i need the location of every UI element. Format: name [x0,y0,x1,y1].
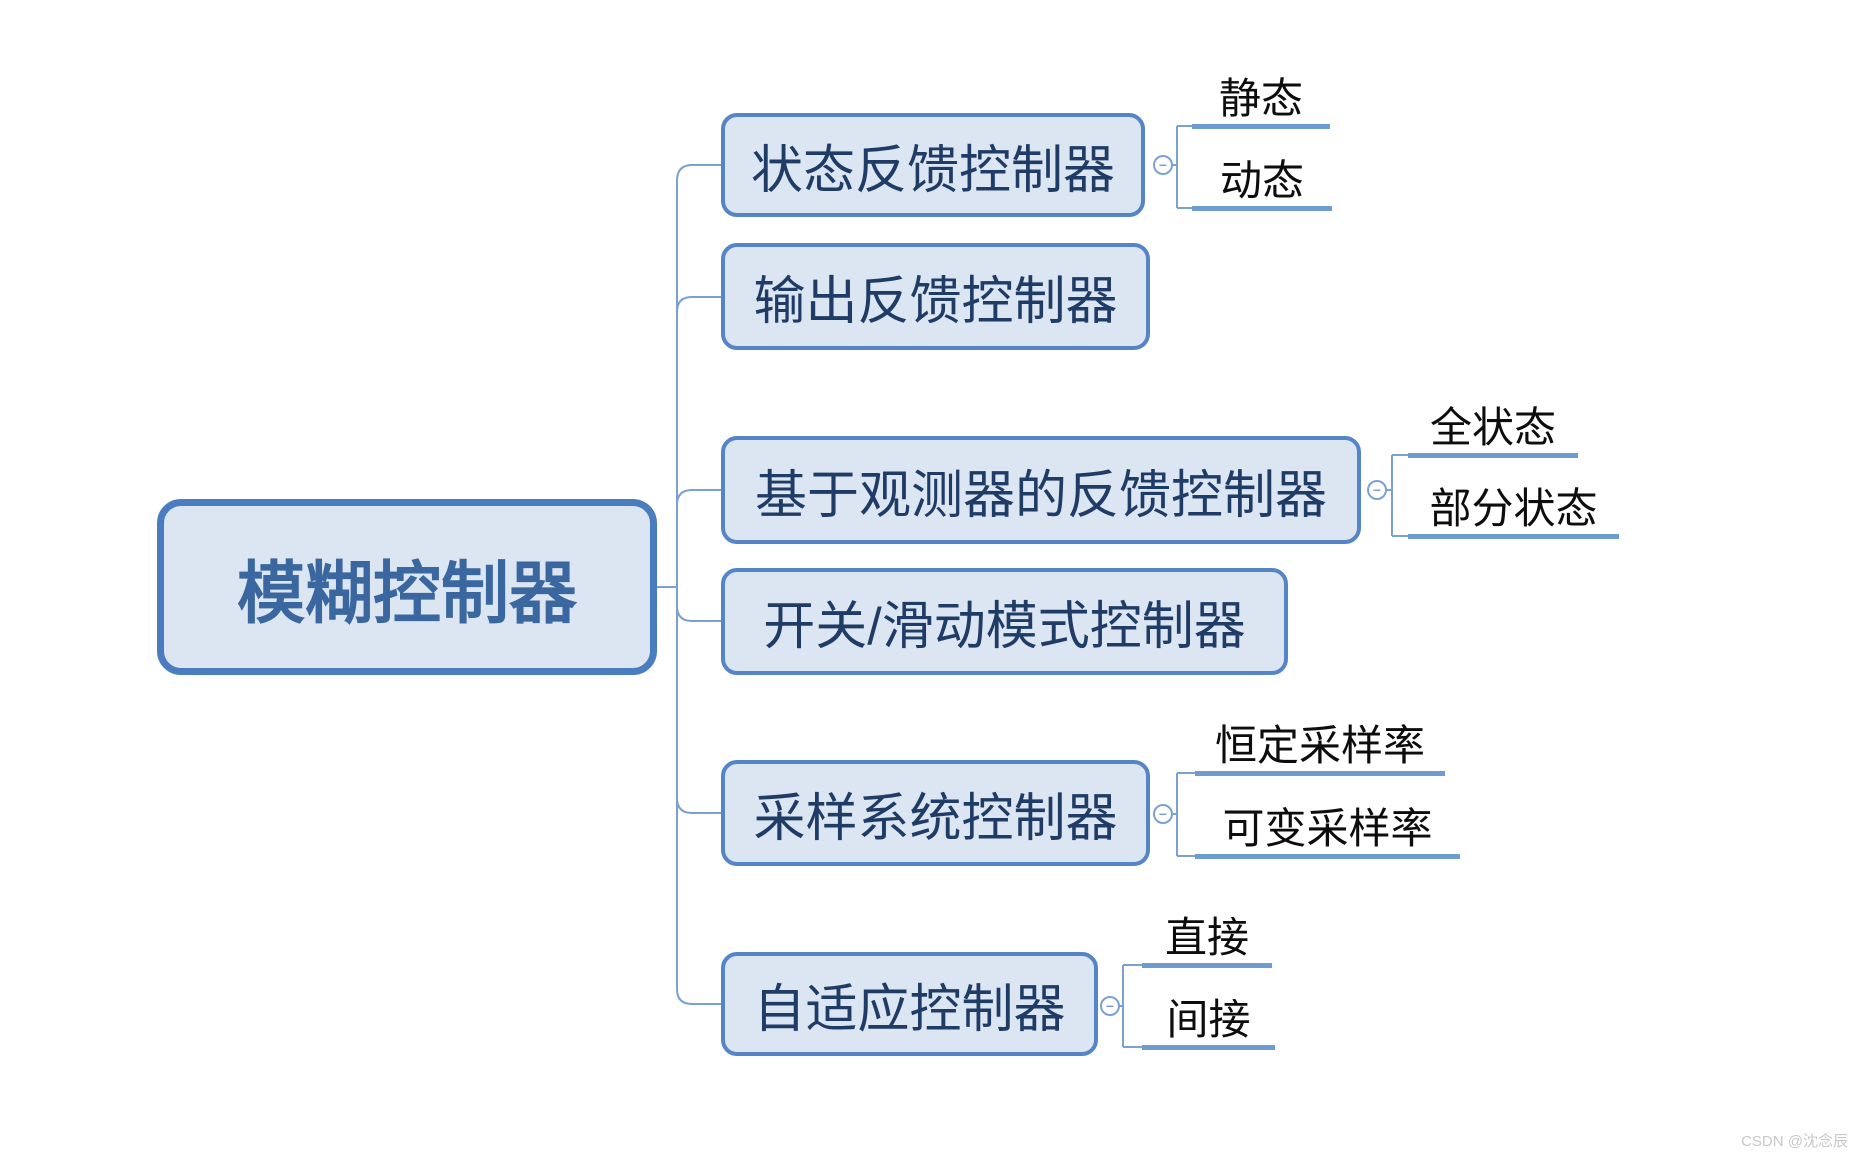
children-bracket-branch-5 [1173,772,1195,857]
elbow-branch-2 [676,296,721,313]
subtopic-dynamic[interactable]: 动态 [1192,158,1332,211]
subtopic-indirect[interactable]: 间接 [1142,997,1275,1050]
branch-topic-4[interactable]: 开关/滑动模式控制器 [721,568,1288,675]
trunk-to-branch-6 [676,587,721,1005]
children-bracket-branch-6 [1120,964,1142,1048]
elbow-branch-3 [676,489,721,506]
subtopic-full-state[interactable]: 全状态 [1408,405,1578,458]
root-topic[interactable]: 模糊控制器 [157,499,657,675]
branch-topic-6[interactable]: 自适应控制器 [721,952,1098,1056]
subtopic-direct[interactable]: 直接 [1142,915,1272,968]
subtopic-constant-sampling-rate[interactable]: 恒定采样率 [1195,723,1445,776]
branch-topic-1[interactable]: 状态反馈控制器 [721,113,1145,217]
collapse-minus-icon-branch-5[interactable]: − [1153,804,1173,824]
subtopic-partial-state[interactable]: 部分状态 [1408,486,1619,539]
collapse-minus-icon-branch-3[interactable]: − [1367,480,1387,500]
watermark-text: CSDN @沈念辰 [1741,1133,1848,1150]
elbow-branch-5 [676,797,721,814]
elbow-branch-4 [676,605,721,622]
branch-topic-5[interactable]: 采样系统控制器 [721,760,1150,866]
collapse-minus-icon-branch-6[interactable]: − [1100,996,1120,1016]
collapse-minus-icon-branch-1[interactable]: − [1153,155,1173,175]
children-bracket-branch-3 [1387,454,1408,537]
trunk-to-branch-1 [676,164,721,587]
branch-topic-3[interactable]: 基于观测器的反馈控制器 [721,436,1361,544]
subtopic-variable-sampling-rate[interactable]: 可变采样率 [1195,806,1460,859]
children-bracket-branch-1 [1173,125,1192,209]
branch-topic-2[interactable]: 输出反馈控制器 [721,243,1150,350]
subtopic-static[interactable]: 静态 [1192,76,1330,129]
